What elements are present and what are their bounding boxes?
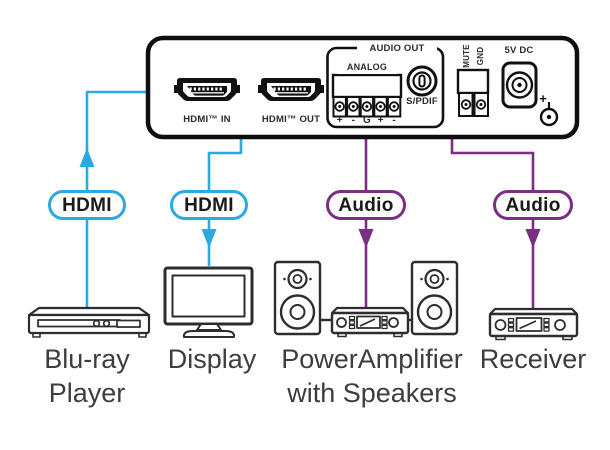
- gnd-label: GND: [476, 46, 485, 66]
- speaker-right-icon: [410, 260, 459, 336]
- speaker-left-icon: [273, 260, 322, 336]
- terminal-minus-label: -: [351, 115, 355, 126]
- arrow-down-icon: [358, 229, 374, 248]
- device-rear-panel: [145, 35, 580, 140]
- power-plus-label: +: [539, 91, 547, 106]
- caption-line: Display: [167, 344, 257, 374]
- arrow-up-icon: [79, 148, 95, 167]
- display-icon: [163, 266, 254, 338]
- ground-symbol-icon: [539, 102, 559, 127]
- caption-line: with Speakers: [287, 378, 457, 408]
- receiver-caption: Receiver: [473, 342, 593, 376]
- audio-out-label: AUDIO OUT: [357, 41, 437, 55]
- power-label: 5V DC: [504, 44, 534, 56]
- caption-line: PowerAmplifier: [281, 344, 463, 374]
- terminal-plus-label: +: [377, 115, 384, 126]
- analog-label: ANALOG: [337, 60, 397, 74]
- hdmi-out-port: [258, 78, 324, 101]
- dc-power-jack: [501, 61, 538, 109]
- caption-line: Player: [48, 378, 126, 408]
- hdmi-in-label: HDMI™ IN: [183, 114, 231, 125]
- hdmi-out-label: HDMI™ OUT: [261, 114, 321, 125]
- display-caption: Display: [152, 342, 272, 376]
- hdmi-in-port: [174, 78, 240, 101]
- terminal-minus-label: -: [392, 115, 396, 126]
- blu-ray-player-icon: [27, 306, 151, 338]
- mute-label: MUTE: [462, 44, 471, 68]
- audio-connection-badge: Audio: [493, 190, 573, 220]
- hdmi-connection-badge: HDMI: [170, 190, 248, 220]
- terminal-ground-label: G: [363, 115, 371, 126]
- spdif-label: S/PDIF: [406, 96, 438, 107]
- audio-connection-badge: Audio: [326, 190, 406, 220]
- hdmi-connection-badge: HDMI: [48, 190, 126, 220]
- power-amplifier-caption: PowerAmplifier with Speakers: [252, 342, 492, 410]
- terminal-plus-label: +: [336, 115, 343, 126]
- mute-gnd-terminal-block: [456, 68, 490, 117]
- amplifier-icon: [320, 306, 412, 338]
- spdif-jack: [406, 65, 438, 97]
- analog-terminal-block: [331, 73, 403, 118]
- caption-line: Blu-ray: [44, 344, 130, 374]
- caption-line: Receiver: [479, 344, 587, 374]
- arrow-down-icon: [201, 229, 217, 248]
- arrow-down-icon: [525, 229, 541, 248]
- receiver-icon: [488, 307, 579, 341]
- blu-ray-player-caption: Blu-ray Player: [27, 342, 147, 410]
